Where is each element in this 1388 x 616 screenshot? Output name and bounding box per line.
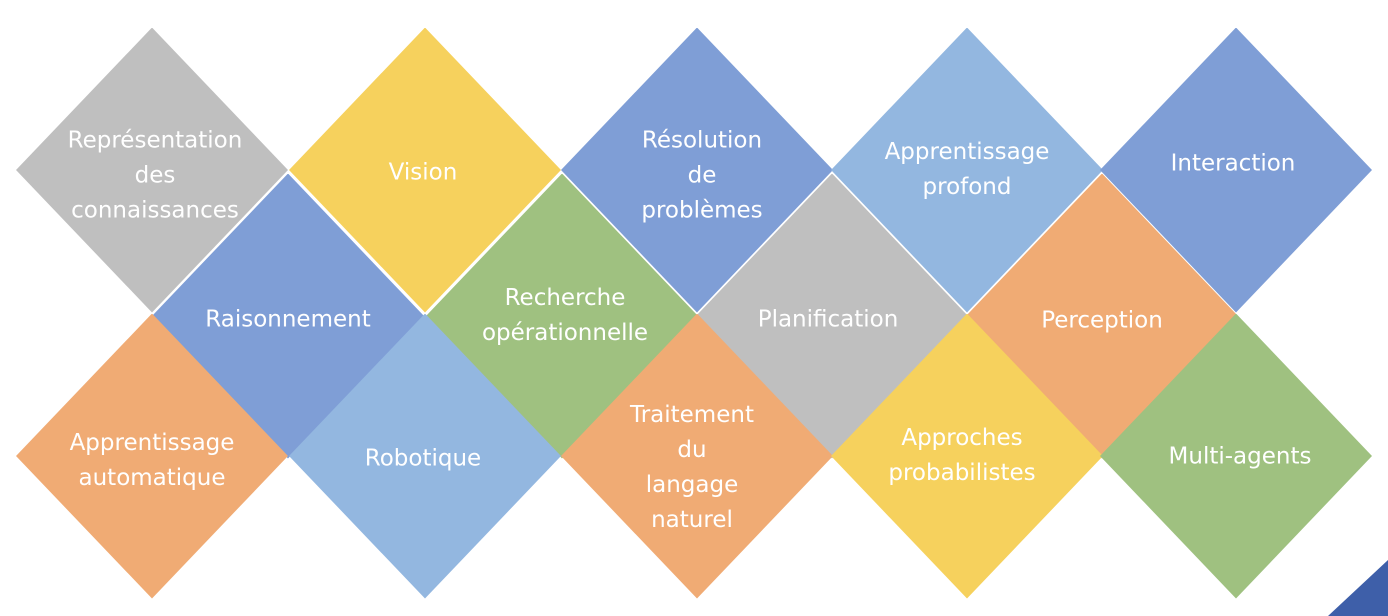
label-line: naturel [651,507,733,533]
label-apprentissage-profond: Apprentissage profond [885,135,1050,205]
label-line: Perception [1041,307,1163,334]
label-perception: Perception [1041,304,1163,339]
label-line: du [677,437,707,463]
label-line: des [134,162,176,189]
label-line: de [687,162,717,189]
label-raisonnement: Raisonnement [205,303,370,338]
label-traitement-du-langage-naturel: Traitement du langage naturel [630,398,754,538]
label-line: Traitement [630,402,754,428]
label-apprentissage-automatique: Apprentissage automatique [70,426,235,496]
label-planification: Planification [758,303,899,338]
label-line: Interaction [1170,150,1296,177]
label-line: Vision [388,159,458,186]
label-line: Recherche [504,285,626,311]
label-line: langage [645,472,739,498]
label-line: Multi-agents [1168,443,1312,470]
label-line: automatique [78,465,226,491]
label-multi-agents: Multi-agents [1169,440,1312,475]
label-representation-des-connaissances: Représentation des connaissances [68,124,243,229]
label-line: Raisonnement [205,306,371,333]
label-line: opérationnelle [481,320,649,346]
label-line: connaissances [71,197,239,224]
corner-accent-triangle [1328,560,1388,616]
label-interaction: Interaction [1171,147,1296,182]
label-recherche-operationnelle: Recherche opérationnelle [482,281,648,351]
label-line: profond [922,174,1012,200]
label-approches-probabilistes: Approches probabilistes [888,421,1035,491]
label-robotique: Robotique [365,442,481,477]
label-line: Représentation [67,127,243,154]
label-line: Robotique [364,445,482,472]
label-line: Approches [901,425,1023,451]
label-line: Apprentissage [884,139,1050,165]
label-line: Planification [757,306,899,333]
label-line: Résolution [641,127,763,154]
label-line: problèmes [641,197,763,224]
label-resolution-de-problemes: Résolution de problèmes [641,124,762,229]
label-line: Apprentissage [69,430,235,456]
label-line: probabilistes [888,460,1036,486]
label-vision: Vision [389,156,458,191]
